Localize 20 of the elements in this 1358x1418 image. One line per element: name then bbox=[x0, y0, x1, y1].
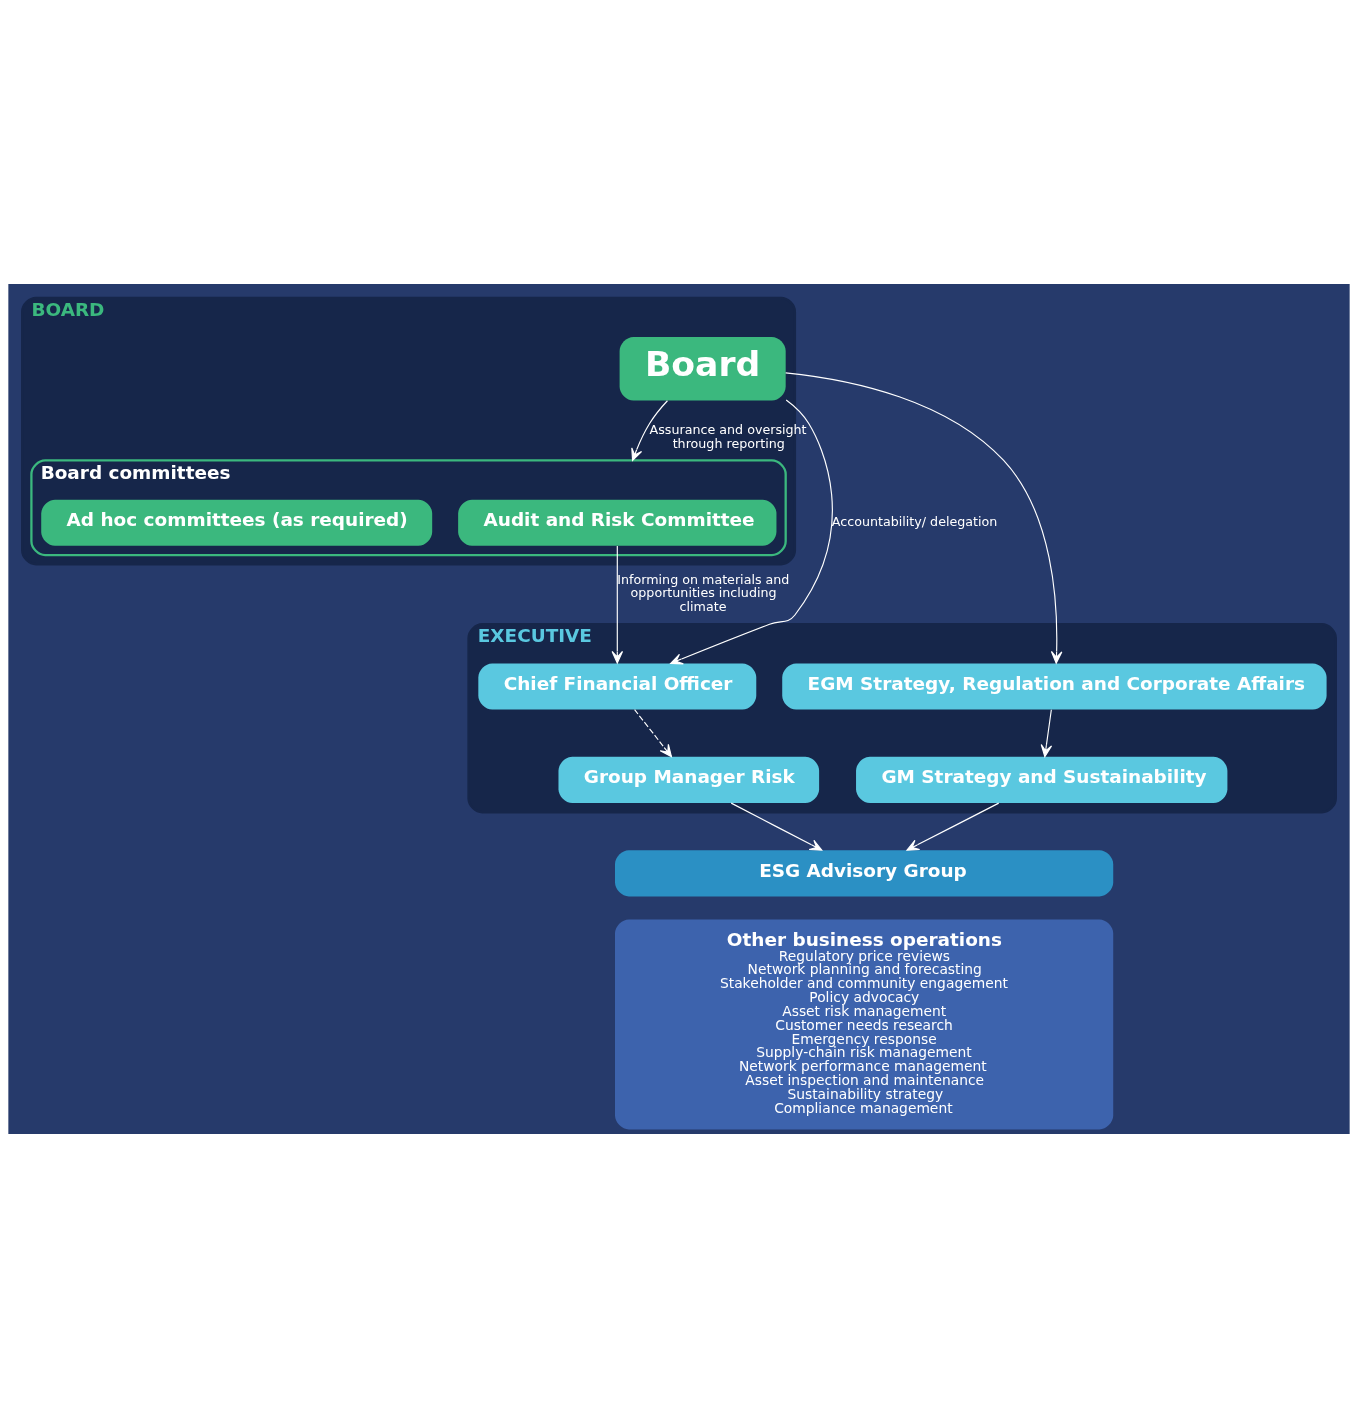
arrow bbox=[906, 802, 1000, 851]
edge-label: Informing on materials and opportunities including climate bbox=[617, 571, 790, 615]
node-box: GM Strategy and Sustainability bbox=[856, 756, 1228, 803]
node-box: ESG Advisory Group bbox=[615, 850, 1114, 897]
node-box: Audit and Risk Committee bbox=[458, 499, 777, 546]
node-box: Board bbox=[619, 337, 786, 401]
arrow bbox=[670, 399, 833, 665]
edge-label: Accountability/ delegation bbox=[831, 513, 998, 529]
arrow bbox=[1040, 709, 1053, 758]
node-box: EGM Strategy, Regulation and Corporate Affairs bbox=[782, 663, 1327, 710]
arrow bbox=[634, 709, 672, 758]
edge-label: Assurance and oversight through reporting bbox=[649, 421, 807, 451]
node-box: Ad hoc committees (as required) bbox=[41, 499, 433, 546]
arrow bbox=[785, 372, 1063, 664]
arrow bbox=[611, 545, 624, 664]
arrow bbox=[730, 802, 823, 851]
node-box: Other business operations Regulatory price reviews Network planning and forecasting Stakeholder and community engagement Policy advocacy Asset risk management Customer needs research Emergency response Supply-chain risk management Network performance management Asset inspection and maintenance Sustainability strategy Compliance management bbox=[615, 919, 1114, 1130]
arrow bbox=[631, 400, 668, 462]
node-box: Chief Financial Officer bbox=[478, 663, 757, 710]
node-box: Group Manager Risk bbox=[558, 756, 820, 803]
